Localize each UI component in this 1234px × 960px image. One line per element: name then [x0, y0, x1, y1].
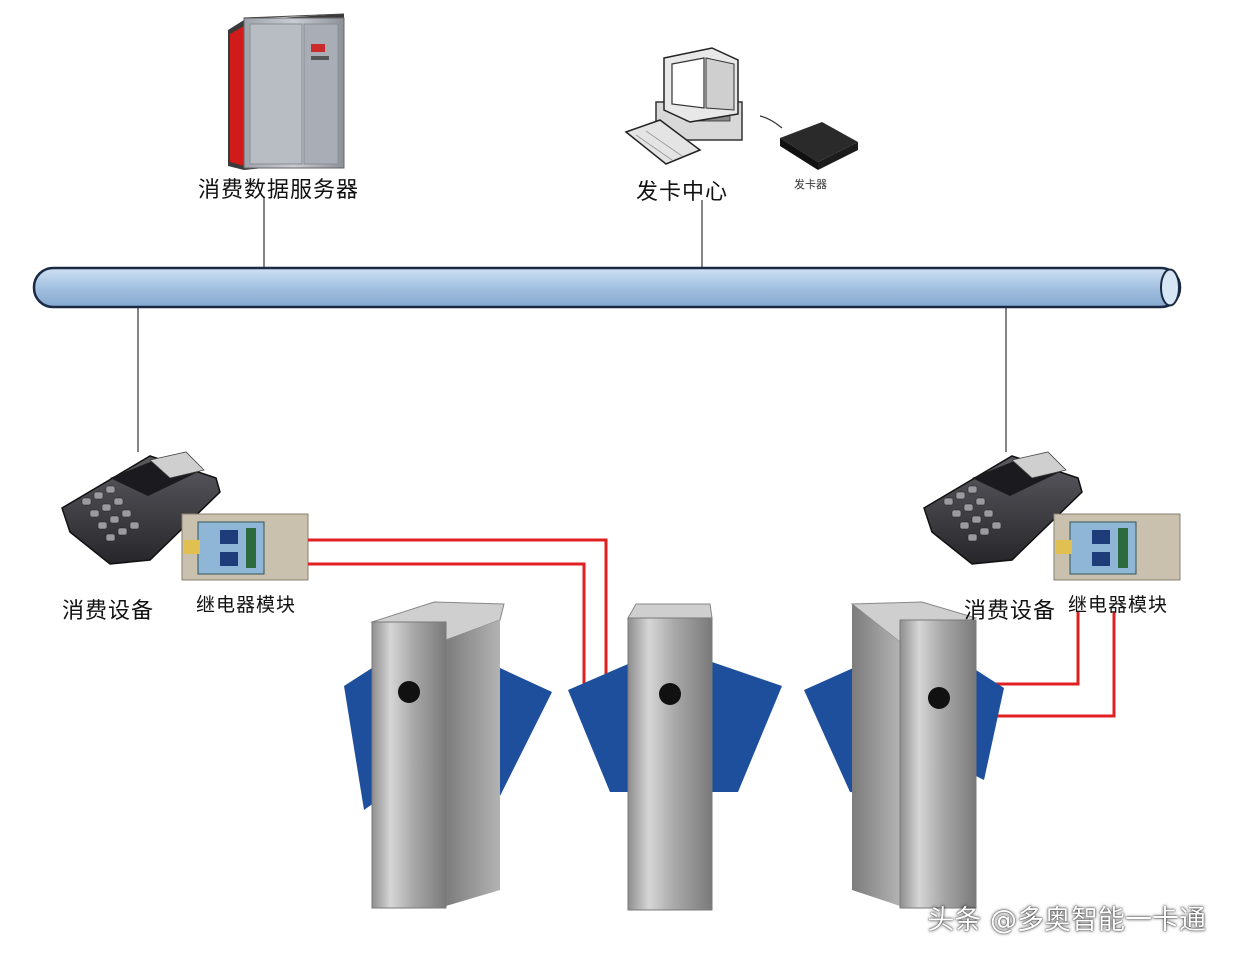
- pos-left-label: 消费设备: [62, 599, 155, 624]
- network-bus: [32, 266, 1182, 309]
- bus-connectors: [137, 198, 1007, 452]
- pos-terminal-icon: [61, 451, 221, 565]
- flap-barrier-gate-icon: [344, 601, 552, 909]
- card-center-label: 发卡中心: [636, 180, 729, 205]
- card-reader-icon: [759, 115, 858, 170]
- pos-terminal-icon: [923, 451, 1083, 565]
- relay-board-icon: [1053, 513, 1181, 581]
- relay-board-icon: [181, 513, 309, 581]
- relay-right-label: 继电器模块: [1068, 594, 1169, 616]
- relay-left-label: 继电器模块: [196, 594, 297, 616]
- card-issuer-label: 发卡器: [794, 178, 827, 191]
- desktop-computer-icon: [624, 47, 743, 165]
- flap-barrier-gate-icon: [804, 601, 1004, 909]
- flap-barrier-gate-icon: [568, 603, 782, 911]
- pos-right-label: 消费设备: [964, 599, 1057, 624]
- server-label: 消费数据服务器: [198, 178, 360, 203]
- server-cabinet-icon: [228, 13, 345, 170]
- watermark: 头条 @多奥智能一卡通: [927, 905, 1206, 936]
